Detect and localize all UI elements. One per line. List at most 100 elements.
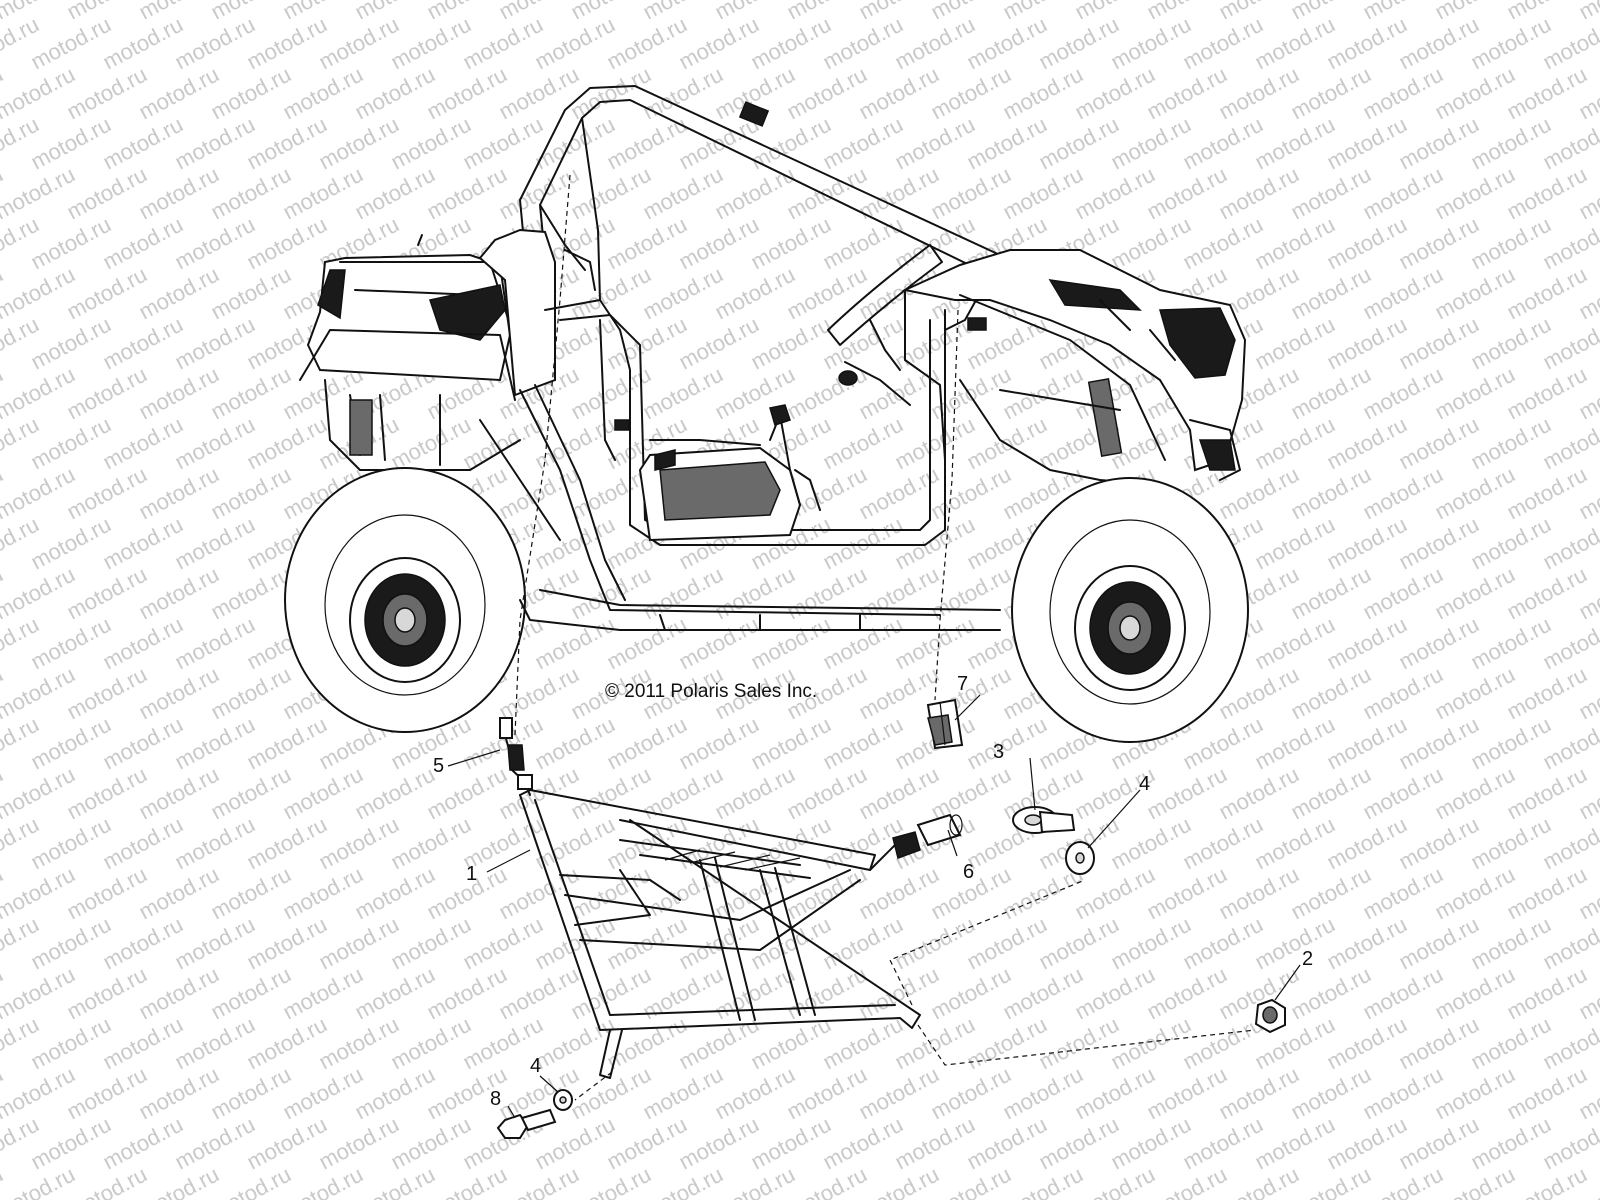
watermark-text: motod.ru [819,1112,907,1175]
watermark-text: motod.ru [207,62,295,125]
watermark-text: motod.ru [1287,462,1375,525]
watermark-text: motod.ru [783,762,871,825]
watermark-text: motod.ru [1251,712,1339,775]
watermark-text: motod.ru [567,162,655,225]
watermark-text: motod.ru [99,612,187,675]
watermark-text: motod.ru [1323,712,1411,775]
watermark-text: motod.ru [315,812,403,875]
watermark-text: motod.ru [279,162,367,225]
watermark-text: motod.ru [639,762,727,825]
watermark-text: motod.ru [891,612,979,675]
watermark-text: motod.ru [1467,1012,1555,1075]
watermark-text: motod.ru [207,762,295,825]
callout-7: 7 [957,673,968,695]
watermark-text: motod.ru [819,212,907,275]
watermark-text: motod.ru [927,162,1015,225]
watermark-text: motod.ru [243,112,331,175]
watermark-text: motod.ru [1467,1112,1555,1175]
watermark-text: motod.ru [639,562,727,625]
watermark-text: motod.ru [1431,462,1519,525]
watermark-text: motod.ru [1251,312,1339,375]
watermark-text: motod.ru [675,612,763,675]
watermark-text: motod.ru [675,312,763,375]
watermark-text: motod.ru [99,712,187,775]
watermark-text: motod.ru [315,12,403,75]
watermark-text: motod.ru [1323,812,1411,875]
watermark-text: motod.ru [243,212,331,275]
watermark-text: motod.ru [711,762,799,825]
watermark-text: motod.ru [135,62,223,125]
watermark-text: motod.ru [1395,212,1483,275]
watermark-text: motod.ru [855,762,943,825]
watermark-text: motod.ru [1251,912,1339,975]
watermark-text: motod.ru [783,962,871,1025]
callout-8: 8 [490,1088,501,1110]
strap-buckle [499,717,533,796]
watermark-text: motod.ru [1287,662,1375,725]
watermark-text: motod.ru [1287,62,1375,125]
watermark-text: motod.ru [711,162,799,225]
watermark-text: motod.ru [1287,762,1375,825]
watermark-text: motod.ru [207,962,295,1025]
watermark-text: motod.ru [783,62,871,125]
watermark-text: motod.ru [63,462,151,525]
watermark-text: motod.ru [1503,562,1591,625]
watermark-text: motod.ru [675,12,763,75]
watermark-text: motod.ru [927,962,1015,1025]
watermark-text: motod.ru [1503,1062,1591,1125]
watermark-text: motod.ru [135,162,223,225]
watermark-text: motod.ru [783,262,871,325]
callout-4-upper: 4 [1139,773,1150,795]
watermark-text: motod.ru [855,962,943,1025]
watermark-text: motod.ru [1287,562,1375,625]
watermark-text: motod.ru [99,412,187,475]
watermark-text: motod.ru [243,712,331,775]
watermark-text: motod.ru [459,912,547,975]
watermark-text: motod.ru [1143,862,1231,925]
washer-lower [553,1089,573,1111]
watermark-text: motod.ru [1359,162,1447,225]
watermark-text: motod.ru [675,712,763,775]
watermark-text: motod.ru [1107,1012,1195,1075]
watermark-text: motod.ru [1395,112,1483,175]
watermark-text: motod.ru [747,12,835,75]
watermark-text: motod.ru [27,1112,115,1175]
watermark-text: motod.ru [27,412,115,475]
watermark-text: motod.ru [63,562,151,625]
watermark-text: motod.ru [315,1012,403,1075]
watermark-text: motod.ru [459,12,547,75]
watermark-text: motod.ru [567,62,655,125]
watermark-text: motod.ru [351,1062,439,1125]
watermark-text: motod.ru [315,1112,403,1175]
watermark-text: motod.ru [1179,912,1267,975]
watermark-text: motod.ru [99,912,187,975]
watermark-text: motod.ru [135,862,223,925]
watermark-text: motod.ru [999,62,1087,125]
watermark-text: motod.ru [243,812,331,875]
watermark-text: motod.ru [1395,312,1483,375]
watermark-text: motod.ru [1143,1062,1231,1125]
watermark-text: motod.ru [1323,1112,1411,1175]
watermark-text: motod.ru [1035,112,1123,175]
watermark-text: motod.ru [639,262,727,325]
watermark-text: motod.ru [1107,212,1195,275]
watermark-text: motod.ru [27,512,115,575]
watermark-text: motod.ru [567,762,655,825]
watermark-text: motod.ru [1179,1112,1267,1175]
watermark-text: motod.ru [819,612,907,675]
watermark-text: motod.ru [531,1012,619,1075]
watermark-text: motod.ru [711,962,799,1025]
watermark-text: motod.ru [1359,662,1447,725]
watermark-text: motod.ru [135,362,223,425]
watermark-text: motod.ru [603,112,691,175]
watermark-text: motod.ru [999,162,1087,225]
watermark-text: motod.ru [1467,512,1555,575]
watermark-text: motod.ru [1359,962,1447,1025]
watermark-text: motod.ru [675,212,763,275]
watermark-text: motod.ru [891,512,979,575]
watermark-text: motod.ru [855,62,943,125]
watermark-text: motod.ru [207,362,295,425]
watermark-text: motod.ru [819,12,907,75]
watermark-text: motod.ru [891,112,979,175]
watermark-text: motod.ru [891,12,979,75]
